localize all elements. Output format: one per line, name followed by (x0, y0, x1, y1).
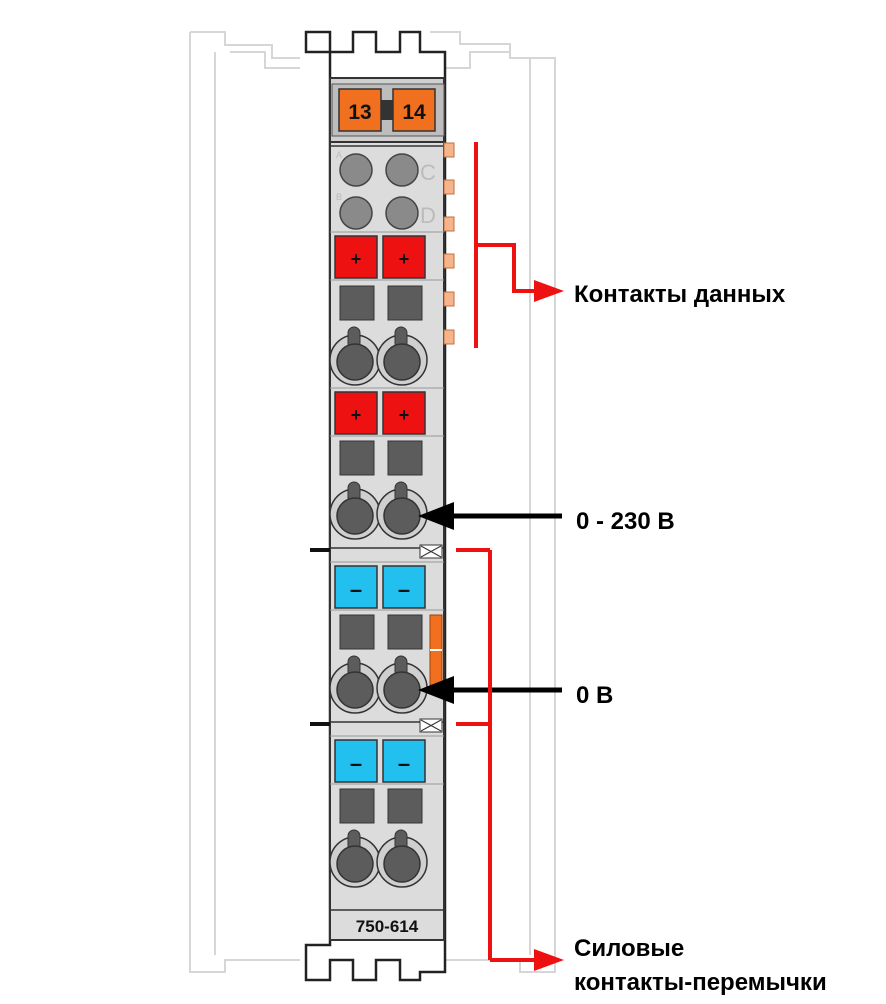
led-b-letter: B (336, 192, 342, 202)
marker-13-label: 13 (348, 101, 371, 124)
plus-mark: + (399, 405, 410, 425)
minus-mark: – (398, 577, 410, 602)
led-a-letter: A (336, 150, 342, 160)
plus-release-right (382, 235, 426, 279)
data-contacts-callout (474, 142, 564, 348)
led-a (339, 153, 373, 187)
arrow-right-icon (534, 280, 564, 302)
led-d (385, 196, 419, 230)
power-jumpers-callout (456, 548, 564, 971)
plus-mark: + (351, 405, 362, 425)
minus-mark: – (398, 751, 410, 776)
neighbor-module-outline (189, 31, 556, 973)
led-c-letter: C (420, 160, 436, 185)
plus-mark: + (399, 249, 410, 269)
led-b (339, 196, 373, 230)
power-jumpers-label-line1: Силовые (574, 935, 684, 962)
plus-release-left (334, 235, 378, 279)
led-d-letter: D (420, 203, 436, 228)
power-jumper-contacts (310, 544, 443, 733)
arrow-left-icon (418, 676, 454, 704)
plus-mark: + (351, 249, 362, 269)
zero-volt-callout (418, 676, 562, 704)
minus-mark: – (350, 751, 362, 776)
led-indicators: A B C D (336, 150, 436, 230)
arrow-right-icon (534, 949, 564, 971)
terminal-group-minus-1: – – (329, 565, 428, 714)
data-contacts-label: Контакты данных (574, 281, 786, 308)
data-contact-tabs (443, 142, 455, 345)
arrow-left-icon (418, 502, 454, 530)
terminal-group-plus-2: + + (329, 391, 428, 540)
zero-volt-label: 0 В (576, 682, 613, 709)
marker-terminal-block: 13 14 (331, 83, 445, 137)
terminal-group-plus-1: + + (329, 235, 428, 386)
minus-mark: – (350, 577, 362, 602)
voltage-range-callout (418, 502, 562, 530)
led-c (385, 153, 419, 187)
voltage-range-label: 0 - 230 В (576, 508, 675, 535)
power-jumpers-label-line2: контакты-перемычки (574, 969, 827, 996)
marker-13 (338, 88, 382, 132)
marker-14 (392, 88, 436, 132)
marker-14-label: 14 (402, 101, 426, 124)
terminal-group-minus-2: – – (329, 739, 428, 888)
model-number: 750-614 (356, 917, 419, 936)
